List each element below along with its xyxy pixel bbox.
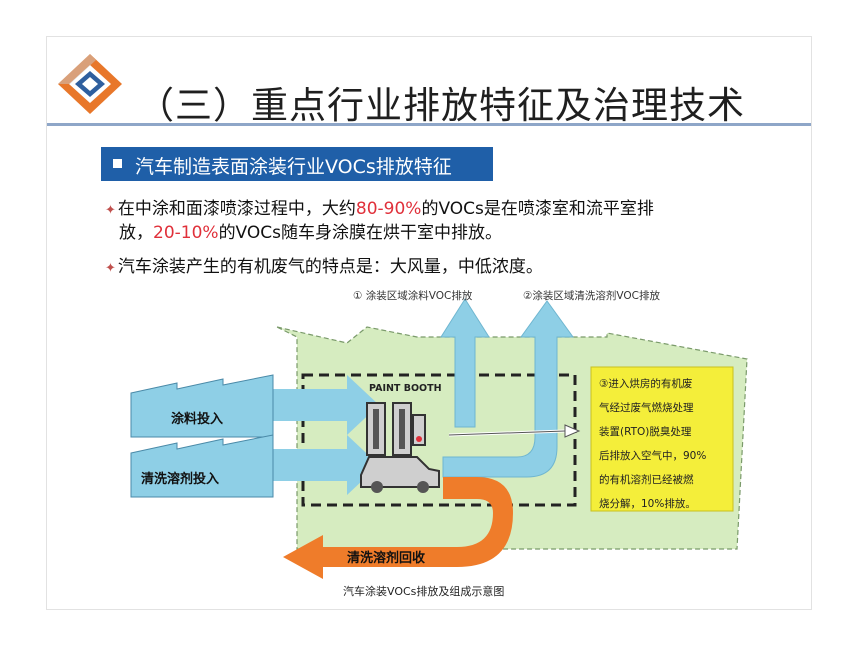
bullet-arrow-icon: ✦ xyxy=(105,261,116,276)
voc-emission-diagram: PAINT BOOTH ① 涂装区域涂料VOC排放 ②涂装区域清洗溶剂VOC排放… xyxy=(130,289,748,598)
rto-note-line: 气经过废气燃烧处理 xyxy=(599,401,694,414)
bullet-1-line-2: 放，20-10%的VOCs随车身涂膜在烘干室中排放。 xyxy=(119,221,502,245)
rto-note-line: 烧分解，10%排放。 xyxy=(599,497,696,510)
solvent-input-arrow xyxy=(271,435,379,495)
rto-note-line: 的有机溶剂已经被燃 xyxy=(599,473,694,486)
bullet-1-text-c: 放， xyxy=(119,223,153,243)
paint-input-label: 涂料投入 xyxy=(171,411,223,427)
bullet-2: ✦汽车涂装产生的有机废气的特点是：大风量，中低浓度。 xyxy=(105,255,543,281)
page-title: （三）重点行业排放特征及治理技术 xyxy=(137,84,745,127)
rto-note-line: ③进入烘房的有机废 xyxy=(599,377,692,390)
bullet-arrow-icon: ✦ xyxy=(105,203,116,218)
slide: （三）重点行业排放特征及治理技术 汽车制造表面涂装行业VOCs排放特征 ✦在中涂… xyxy=(46,36,812,610)
rto-note-line: 装置(RTO)脱臭处理 xyxy=(599,425,692,438)
solvent-input-box xyxy=(130,434,274,498)
paint-input-arrow xyxy=(271,375,379,435)
emission-label-1: ① 涂装区域涂料VOC排放 xyxy=(353,289,473,302)
diagram-caption: 汽车涂装VOCs排放及组成示意图 xyxy=(343,584,504,598)
paint-booth-enclosure xyxy=(301,373,577,507)
bullet-1-text-a: 在中涂和面漆喷漆过程中，大约 xyxy=(117,199,356,219)
logo-icon xyxy=(58,54,122,114)
exhaust-arrow-head xyxy=(564,424,581,438)
square-bullet-icon xyxy=(113,159,122,168)
car-body-icon xyxy=(360,456,440,493)
solvent-input-label: 清洗溶剂投入 xyxy=(141,471,219,487)
rto-note-line: 后排放入空气中，90% xyxy=(599,449,706,462)
paint-input-box xyxy=(130,374,274,438)
recovery-arrow xyxy=(283,477,513,579)
recovery-label: 清洗溶剂回收 xyxy=(347,550,426,566)
rto-note-box xyxy=(590,366,734,512)
emission-arrow-1 xyxy=(440,298,490,428)
bullet-1-text-d: 的VOCs随车身涂膜在烘干室中排放。 xyxy=(218,223,503,243)
paint-booth-label: PAINT BOOTH xyxy=(369,383,442,394)
emission-label-2: ②涂装区域清洗溶剂VOC排放 xyxy=(523,289,661,302)
bullet-1-text-b: 的VOCs是在喷漆室和流平室排 xyxy=(421,199,654,219)
bullet-1-line-1: ✦在中涂和面漆喷漆过程中，大约80-90%的VOCs是在喷漆室和流平室排 xyxy=(105,197,654,223)
bullet-1-highlight-1: 80-90% xyxy=(355,199,422,219)
bullet-1-highlight-2: 20-10% xyxy=(153,223,219,243)
section-header: 汽车制造表面涂装行业VOCs排放特征 xyxy=(101,147,493,181)
section-title: 汽车制造表面涂装行业VOCs排放特征 xyxy=(135,156,452,178)
title-divider xyxy=(47,123,811,126)
paint-robot-icon xyxy=(366,402,426,456)
bullet-2-text: 汽车涂装产生的有机废气的特点是：大风量，中低浓度。 xyxy=(117,257,543,277)
